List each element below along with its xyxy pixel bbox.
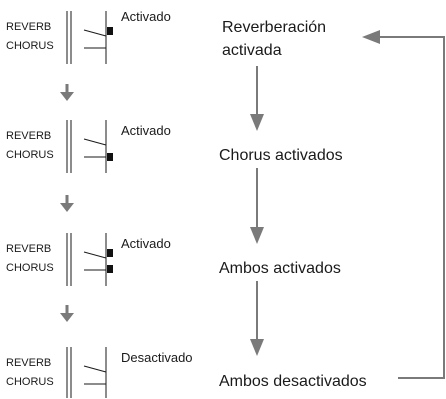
reverb-indicator [107, 27, 113, 35]
effect-switch-icon [66, 233, 107, 286]
result-label: Chorus activados [219, 147, 343, 164]
status-label: Activado [121, 123, 171, 138]
chorus-label: CHORUS [6, 262, 54, 274]
reverb-label: REVERB [6, 357, 51, 369]
chorus-indicator [107, 153, 113, 161]
reverb-label: REVERB [6, 243, 51, 255]
effect-switch-icon [66, 347, 107, 398]
down-arrow-icon [60, 84, 74, 101]
stage-2: REVERB CHORUS Activado Chorus activados [6, 120, 343, 173]
stage-3: REVERB CHORUS Activado Ambos activados [6, 233, 341, 286]
result-label-line-2: activada [222, 42, 282, 59]
status-label: Activado [121, 236, 171, 251]
reverb-label: REVERB [6, 130, 51, 142]
down-arrow-icon [60, 195, 74, 212]
down-arrow-icon [250, 281, 264, 356]
chorus-label: CHORUS [6, 40, 54, 52]
down-arrow-icon [250, 66, 264, 131]
stage-1: REVERB CHORUS Activado Reverberación act… [6, 9, 326, 64]
chorus-indicator [107, 265, 113, 273]
reverb-indicator [107, 249, 113, 257]
effect-switch-icon [66, 11, 107, 64]
result-label: Ambos desactivados [219, 373, 367, 390]
return-loop-arrow [362, 30, 445, 379]
stage-4: REVERB CHORUS Desactivado Ambos desactiv… [6, 347, 367, 398]
reverb-label: REVERB [6, 21, 51, 33]
result-label-line-1: Reverberación [222, 19, 326, 36]
down-arrow-icon [60, 305, 74, 322]
result-label: Ambos activados [219, 260, 341, 277]
down-arrow-icon [250, 168, 264, 244]
chorus-label: CHORUS [6, 376, 54, 388]
status-label: Desactivado [121, 350, 193, 365]
effect-switch-icon [66, 120, 107, 173]
status-label: Activado [121, 9, 171, 24]
chorus-label: CHORUS [6, 149, 54, 161]
